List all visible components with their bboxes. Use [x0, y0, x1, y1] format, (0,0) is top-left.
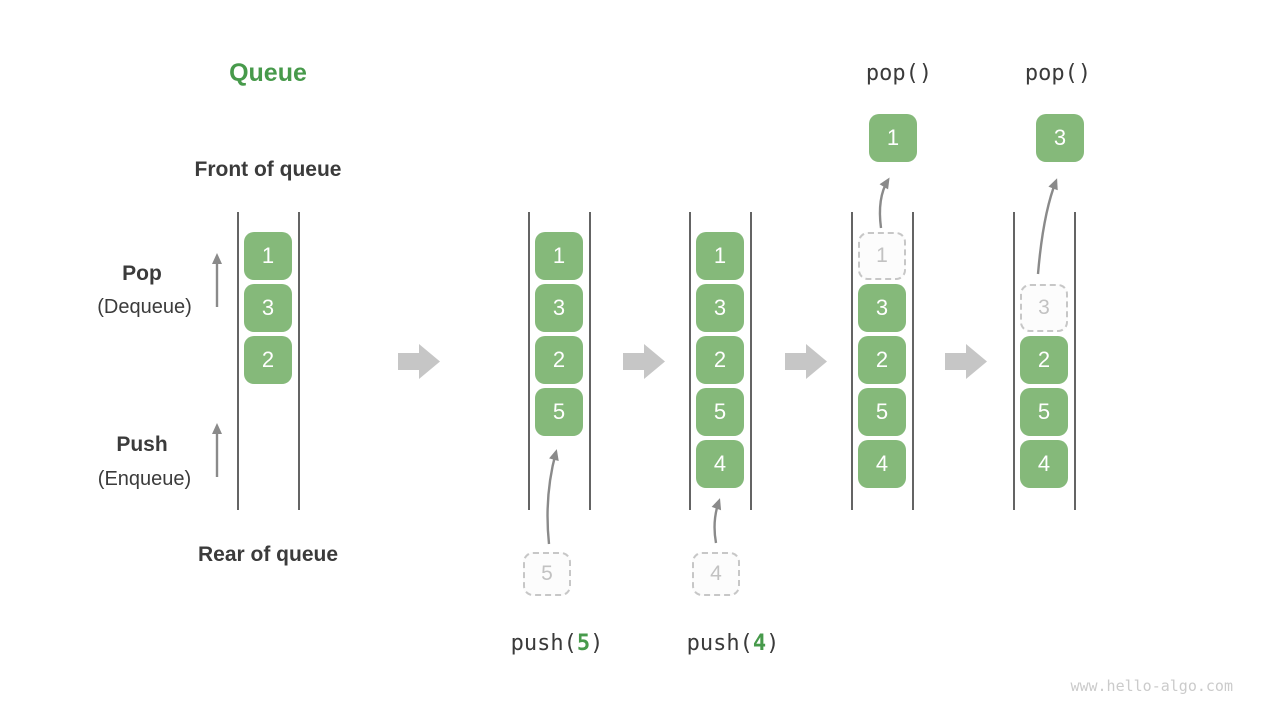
push-label: Push: [116, 433, 168, 456]
push-4-arrow: [711, 498, 722, 544]
op-arg: 4: [752, 631, 767, 656]
op-text: push(: [510, 631, 577, 656]
queue-box: 2: [858, 336, 906, 384]
queue-channel-line: [528, 212, 530, 510]
transition-arrow-1: [398, 344, 440, 379]
ghost-removed-box: 1: [858, 232, 906, 280]
pop-operation-label: pop(): [865, 61, 933, 86]
dequeue-sublabel: (Dequeue): [97, 296, 192, 318]
queue-box: 2: [244, 336, 292, 384]
queue-box: 4: [858, 440, 906, 488]
pop-label: Pop: [122, 262, 162, 285]
popped-value-box: 1: [869, 114, 917, 162]
transition-arrow-4: [945, 344, 987, 379]
queue-channel-line: [237, 212, 239, 510]
queue-box: 2: [535, 336, 583, 384]
queue-channel-line: [750, 212, 752, 510]
queue-box: 5: [696, 388, 744, 436]
front-of-queue-label: Front of queue: [194, 158, 342, 181]
ghost-removed-box: 3: [1020, 284, 1068, 332]
queue-box: 5: [858, 388, 906, 436]
incoming-value-box: 5: [523, 552, 571, 596]
queue-box: 5: [1020, 388, 1068, 436]
website-watermark: www.hello-algo.com: [1070, 677, 1233, 695]
popped-value-box: 3: [1036, 114, 1084, 162]
queue-box: 3: [696, 284, 744, 332]
queue-box: 3: [858, 284, 906, 332]
queue-box: 3: [244, 284, 292, 332]
transition-arrow-3: [785, 344, 827, 379]
push-5-operation-label: push(5): [477, 631, 637, 656]
queue-channel-line: [912, 212, 914, 510]
push-5-arrow: [546, 449, 559, 545]
queue-box: 2: [696, 336, 744, 384]
transition-arrow-2: [623, 344, 665, 379]
queue-box: 3: [535, 284, 583, 332]
pop-operation-label: pop(): [1024, 61, 1092, 86]
queue-box: 1: [244, 232, 292, 280]
queue-channel-line: [589, 212, 591, 510]
queue-box: 1: [696, 232, 744, 280]
op-text: push(: [686, 631, 753, 656]
queue-box: 2: [1020, 336, 1068, 384]
rear-of-queue-label: Rear of queue: [197, 543, 339, 566]
op-arg: 5: [576, 631, 591, 656]
queue-channel-line: [298, 212, 300, 510]
queue-box: 5: [535, 388, 583, 436]
diagram-title: Queue: [229, 59, 307, 87]
queue-box: 4: [696, 440, 744, 488]
op-text: ): [766, 631, 780, 656]
push-4-operation-label: push(4): [653, 631, 813, 656]
enqueue-sublabel: (Enqueue): [97, 468, 192, 490]
pop-3-arrow: [1036, 178, 1058, 275]
pop-1-arrow: [878, 177, 890, 229]
queue-channel-line: [851, 212, 853, 510]
queue-box: 1: [535, 232, 583, 280]
queue-channel-line: [689, 212, 691, 510]
incoming-value-box: 4: [692, 552, 740, 596]
queue-channel-line: [1013, 212, 1015, 510]
queue-channel-line: [1074, 212, 1076, 510]
op-text: ): [590, 631, 604, 656]
queue-box: 4: [1020, 440, 1068, 488]
